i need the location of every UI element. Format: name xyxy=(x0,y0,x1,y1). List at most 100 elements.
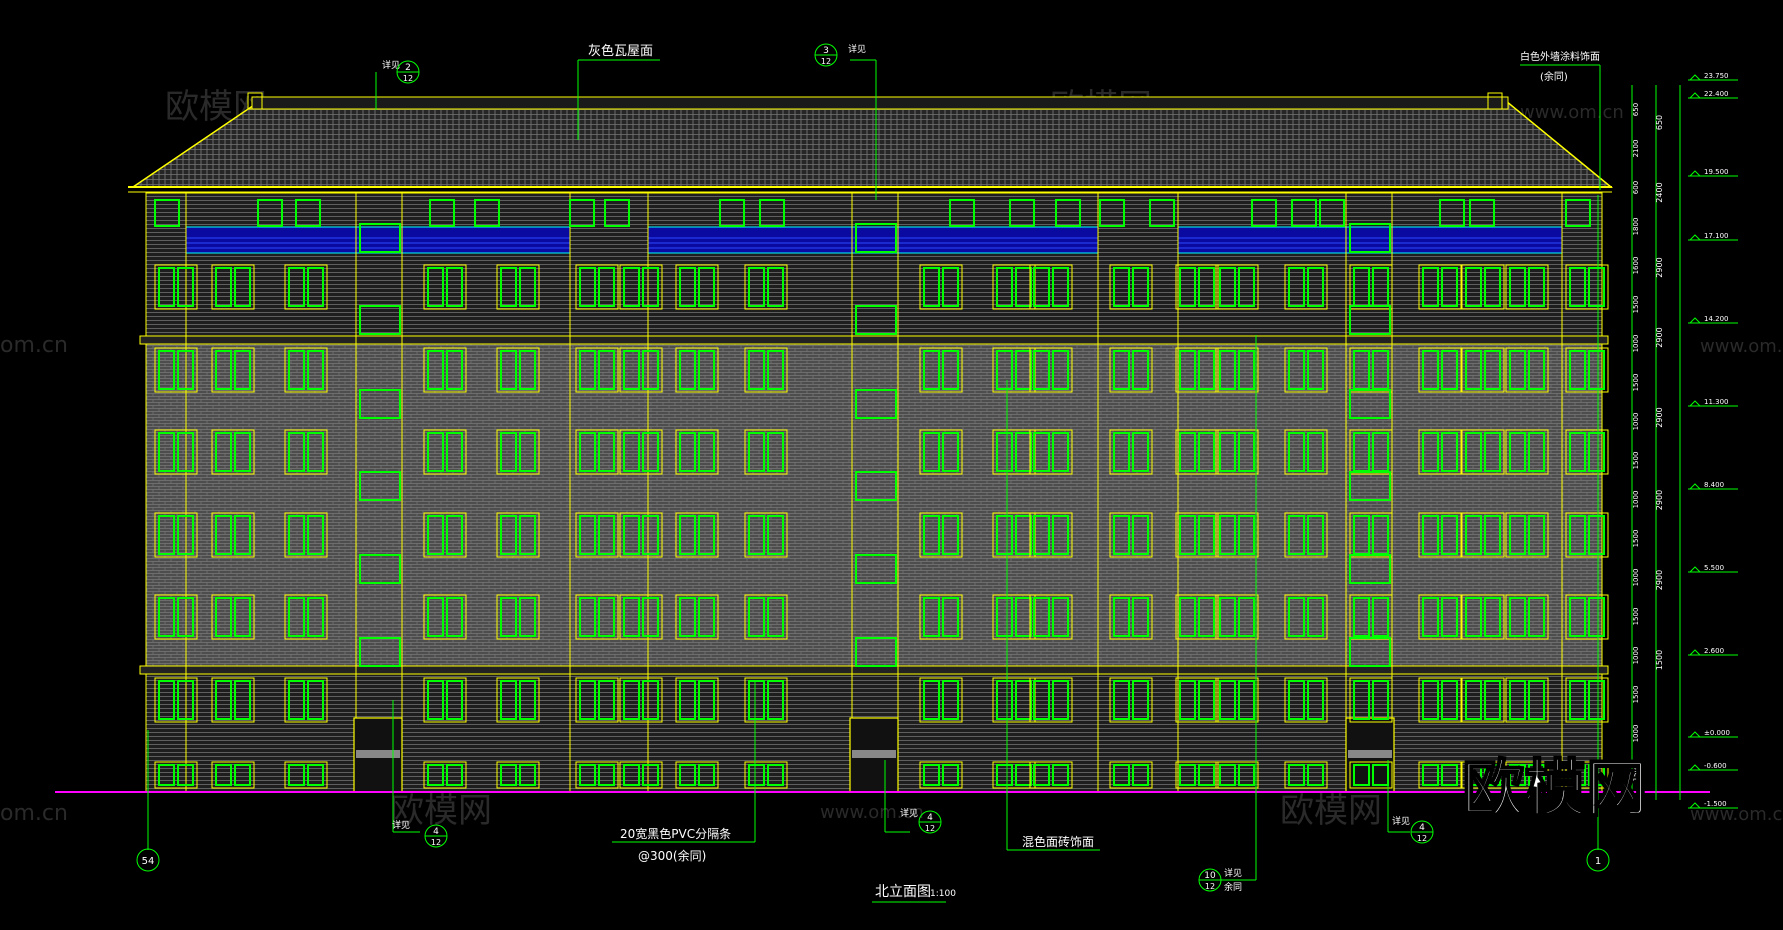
window-pane xyxy=(446,680,463,720)
window-pane xyxy=(1033,350,1050,390)
window-pane xyxy=(996,267,1013,307)
window-pane xyxy=(996,432,1013,472)
window-pane xyxy=(1113,432,1130,472)
window-pane xyxy=(642,350,659,390)
dimension-label: 1500 xyxy=(1632,296,1640,314)
window-pane xyxy=(427,267,444,307)
window-pane xyxy=(1288,515,1305,555)
window-frame xyxy=(919,264,963,310)
window-pane xyxy=(1033,680,1050,720)
dimension-chain xyxy=(1631,85,1681,800)
window-frame xyxy=(744,347,788,393)
attic-window xyxy=(257,199,283,227)
window-pane xyxy=(579,267,596,307)
window-frame xyxy=(1109,347,1153,393)
attic-window xyxy=(429,199,455,227)
elevation-symbol xyxy=(1688,170,1702,177)
window-frame xyxy=(1175,594,1219,640)
window-pane xyxy=(1307,350,1324,390)
axis-bubble-right: 1 xyxy=(1586,848,1610,872)
window-frame xyxy=(919,347,963,393)
window-pane xyxy=(215,597,232,637)
detail-callout-sheet: 12 xyxy=(1417,834,1427,843)
attic-window xyxy=(1439,199,1465,227)
window-pane xyxy=(1015,350,1032,390)
window-frame xyxy=(1461,677,1505,723)
attic-window xyxy=(759,199,785,227)
window-pane xyxy=(158,432,175,472)
dimension-label: 1000 xyxy=(1632,413,1640,431)
window-pane xyxy=(623,597,640,637)
window-pane xyxy=(1484,515,1501,555)
window-pane xyxy=(1569,680,1586,720)
window-pane xyxy=(1179,680,1196,720)
window-pane xyxy=(500,515,517,555)
window-pane xyxy=(1015,597,1032,637)
window-frame xyxy=(1109,264,1153,310)
elevation-label: ±0.000 xyxy=(1704,729,1730,737)
window-frame xyxy=(1109,677,1153,723)
window-pane xyxy=(158,764,175,786)
dimension-label: 1000 xyxy=(1632,725,1640,743)
window-pane xyxy=(748,267,765,307)
dimension-label: 2900 xyxy=(1655,407,1664,427)
dimension-label: 2400 xyxy=(1655,182,1664,202)
window-frame xyxy=(1505,429,1549,475)
wall-paint-note: 白色外墙涂料饰面 xyxy=(1520,50,1600,63)
window-pane xyxy=(1113,764,1130,786)
window-pane xyxy=(698,680,715,720)
drawing-scale: 1:100 xyxy=(930,889,956,899)
window-frame xyxy=(1505,264,1549,310)
detail-label: 详见 xyxy=(1392,815,1410,827)
attic-window xyxy=(1099,199,1125,227)
dimension-label: 2900 xyxy=(1655,490,1664,510)
window-pane xyxy=(1238,597,1255,637)
wall-paint-same-note: (余同) xyxy=(1540,70,1568,83)
dimension-label: 2900 xyxy=(1655,327,1664,347)
window-pane xyxy=(698,350,715,390)
window-pane xyxy=(767,432,784,472)
window-pane xyxy=(598,764,615,786)
window-frame xyxy=(496,264,540,310)
window-frame xyxy=(744,761,788,789)
elevation-label: 14.200 xyxy=(1704,315,1729,323)
window-pane xyxy=(923,267,940,307)
window-pane xyxy=(923,432,940,472)
window-pane xyxy=(1307,267,1324,307)
window-pane xyxy=(427,432,444,472)
window-frame xyxy=(1418,594,1462,640)
window-pane xyxy=(1132,680,1149,720)
window-frame xyxy=(919,677,963,723)
window-frame xyxy=(1505,347,1549,393)
detail-label: 详见 xyxy=(392,819,410,831)
elevation-label: -0.600 xyxy=(1704,762,1727,770)
window-pane xyxy=(1465,515,1482,555)
dimension-label: 1500 xyxy=(1632,608,1640,626)
window-frame xyxy=(1215,429,1259,475)
window-pane xyxy=(1528,432,1545,472)
window-frame xyxy=(1461,347,1505,393)
window-pane xyxy=(679,267,696,307)
window-pane xyxy=(288,680,305,720)
watermark-url: www.om.cn xyxy=(1520,102,1624,123)
window-frame xyxy=(1461,761,1505,789)
window-pane xyxy=(598,515,615,555)
window-frame xyxy=(675,264,719,310)
window-pane xyxy=(1484,350,1501,390)
window-pane xyxy=(1353,680,1370,720)
detail-callout-number: 10 xyxy=(1204,871,1216,881)
window-pane xyxy=(1509,267,1526,307)
window-pane xyxy=(1198,680,1215,720)
window-frame xyxy=(1109,512,1153,558)
axis-left-label: 54 xyxy=(142,856,155,867)
window-pane xyxy=(215,267,232,307)
window-pane xyxy=(748,597,765,637)
stair-window xyxy=(359,471,401,501)
window-frame xyxy=(1418,264,1462,310)
window-pane xyxy=(1198,432,1215,472)
window-pane xyxy=(1509,597,1526,637)
window-pane xyxy=(215,350,232,390)
window-pane xyxy=(1288,267,1305,307)
stair-window xyxy=(855,389,897,419)
drawing-title: 北立面图 xyxy=(875,884,931,900)
